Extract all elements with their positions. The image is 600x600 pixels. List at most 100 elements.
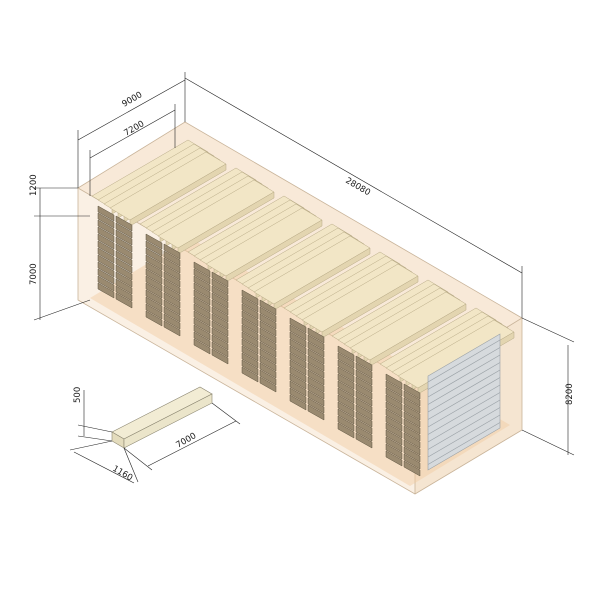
brick <box>385 401 403 418</box>
brick <box>163 285 181 302</box>
brick <box>241 352 259 369</box>
brick <box>307 383 325 400</box>
brick <box>115 222 133 239</box>
brick <box>355 369 373 386</box>
door-slat <box>427 354 501 398</box>
brick <box>385 408 403 425</box>
brick <box>307 355 325 372</box>
brick <box>259 313 277 330</box>
brick <box>337 373 355 390</box>
brick <box>385 450 403 467</box>
door-slat <box>427 362 501 405</box>
brick <box>337 415 355 432</box>
brick <box>211 278 229 295</box>
brick <box>403 453 421 470</box>
door-slat <box>427 422 501 465</box>
brick <box>259 341 277 358</box>
door-slat <box>427 369 501 413</box>
brick <box>97 254 115 271</box>
brick <box>337 422 355 439</box>
brick <box>385 415 403 432</box>
brick <box>211 320 229 337</box>
brick <box>115 292 133 309</box>
brick <box>97 205 115 222</box>
brick <box>211 341 229 358</box>
brick <box>145 254 163 271</box>
brick <box>163 313 181 330</box>
brick <box>163 271 181 288</box>
dim-slab-thickness: 500 <box>73 387 83 403</box>
dim-container-outer-width: 9000 <box>121 90 145 109</box>
brick <box>289 359 307 376</box>
dim-container-inner-width: 7200 <box>123 119 147 138</box>
dim-container-height: 8200 <box>565 383 575 405</box>
brick <box>259 348 277 365</box>
brick <box>97 226 115 243</box>
brick <box>289 338 307 355</box>
brick <box>241 324 259 341</box>
brick <box>259 362 277 379</box>
brick <box>337 366 355 383</box>
dim-stack-height: 7000 <box>29 263 39 285</box>
brick <box>259 320 277 337</box>
brick <box>163 299 181 316</box>
dim-slab-width: 1160 <box>111 464 135 483</box>
brick <box>211 313 229 330</box>
brick <box>145 268 163 285</box>
brick <box>289 366 307 383</box>
brick <box>307 341 325 358</box>
brick <box>355 404 373 421</box>
brick <box>193 282 211 299</box>
brick <box>385 429 403 446</box>
brick <box>355 362 373 379</box>
brick <box>145 261 163 278</box>
brick <box>355 390 373 407</box>
brick <box>97 275 115 292</box>
brick <box>145 289 163 306</box>
brick <box>289 331 307 348</box>
brick <box>385 436 403 453</box>
brick <box>403 439 421 456</box>
brick <box>289 394 307 411</box>
brick <box>97 219 115 236</box>
brick <box>145 275 163 292</box>
door-slats <box>427 339 501 465</box>
brick <box>115 250 133 267</box>
brick <box>145 296 163 313</box>
brick <box>385 443 403 460</box>
slab-rows <box>91 139 515 395</box>
brick <box>403 404 421 421</box>
brick <box>193 303 211 320</box>
brick <box>115 236 133 253</box>
brick <box>259 306 277 323</box>
brick <box>385 422 403 439</box>
brick <box>337 359 355 376</box>
brick <box>307 404 325 421</box>
brick <box>385 373 403 390</box>
brick <box>163 320 181 337</box>
brick <box>403 397 421 414</box>
brick <box>115 257 133 274</box>
brick <box>241 289 259 306</box>
door-slat <box>427 414 501 458</box>
brick <box>289 317 307 334</box>
brick <box>259 299 277 316</box>
brick <box>307 369 325 386</box>
door-panel <box>427 333 501 471</box>
brick <box>241 366 259 383</box>
brick <box>337 394 355 411</box>
brick <box>289 324 307 341</box>
brick <box>307 362 325 379</box>
brick <box>211 306 229 323</box>
brick <box>163 306 181 323</box>
brick <box>163 292 181 309</box>
brick <box>145 282 163 299</box>
brick <box>355 355 373 372</box>
brick <box>403 425 421 442</box>
brick <box>241 345 259 362</box>
brick <box>355 383 373 400</box>
brick <box>337 401 355 418</box>
brick <box>97 282 115 299</box>
brick <box>115 285 133 302</box>
brick <box>403 432 421 449</box>
